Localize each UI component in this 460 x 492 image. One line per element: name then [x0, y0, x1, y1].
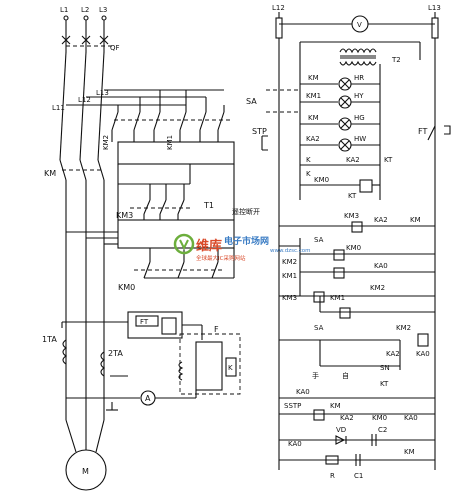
- label-ka0-r: KA0: [374, 262, 388, 270]
- label-km-main: KM: [44, 169, 56, 178]
- label-l13-left: L13: [96, 89, 109, 97]
- label-motor: M: [82, 467, 89, 476]
- label-t1: T1: [203, 201, 214, 210]
- label-km1-r: KM1: [282, 272, 297, 280]
- label-vd: VD: [336, 426, 346, 434]
- label-km1: KM1: [166, 135, 174, 150]
- label-km2: KM2: [102, 135, 110, 150]
- label-stp: STP: [252, 127, 267, 136]
- label-t2: T2: [391, 56, 401, 64]
- label-km-r2: KM: [330, 402, 341, 410]
- watermark-slogan: 全球最大IC采购网站: [196, 254, 246, 262]
- label-manual: 手: [312, 371, 319, 380]
- protection-block: [61, 311, 241, 411]
- label-hw: HW: [354, 135, 366, 143]
- label-ft-box: FT: [140, 318, 149, 326]
- label-ka0-r3: KA0: [296, 388, 310, 396]
- label-sn: SN: [380, 364, 390, 372]
- label-k-box: K: [228, 364, 233, 372]
- label-l12-left: L12: [78, 96, 91, 104]
- label-km3: KM3: [116, 211, 133, 220]
- label-kt-r2: KT: [380, 380, 389, 388]
- label-km3-r2: KM3: [282, 294, 297, 302]
- label-ka2-r2: KA2: [374, 216, 388, 224]
- label-voltmeter: V: [357, 21, 362, 29]
- label-kt-coil: KT: [348, 192, 357, 200]
- label-km0-r2: KM0: [346, 244, 361, 252]
- label-qf: QF: [110, 44, 120, 52]
- motor: [65, 419, 107, 491]
- label-k-r2: K: [306, 170, 311, 178]
- label-lamp-km1: KM1: [306, 92, 321, 100]
- transformer-t1: [66, 141, 235, 279]
- label-ka0-r4: KA0: [404, 414, 418, 422]
- label-ka2-r3: KA2: [386, 350, 400, 358]
- label-sstp: SSTP: [284, 402, 301, 410]
- label-hr: HR: [354, 74, 364, 82]
- label-km0-r3: KM0: [372, 414, 387, 422]
- label-lamp-ka2: KA2: [306, 135, 320, 143]
- label-remote: 遥控断开: [232, 207, 260, 216]
- label-ka2-r: KA2: [346, 156, 360, 164]
- label-2ta: 2TA: [108, 349, 123, 358]
- label-ka0-r5: KA0: [288, 440, 302, 448]
- label-hy: HY: [354, 92, 364, 100]
- label-l12-right: L12: [272, 4, 285, 12]
- label-r: R: [330, 472, 335, 480]
- label-l3: L3: [99, 6, 107, 14]
- label-c1: C1: [354, 472, 363, 480]
- label-k-r: K: [306, 156, 311, 164]
- watermark-logo-icon: [173, 233, 195, 255]
- control-circuit: [261, 12, 451, 470]
- watermark-url: www.dzsc.com: [270, 248, 311, 254]
- label-km1-r2: KM1: [330, 294, 345, 302]
- label-hg: HG: [354, 114, 365, 122]
- label-km3-r: KM3: [344, 212, 359, 220]
- label-km0-r: KM0: [314, 176, 329, 184]
- watermark: 维库 电子市场网 www.dzsc.com 全球最大IC采购网站: [173, 233, 311, 262]
- label-lamp-km-b: KM: [308, 114, 319, 122]
- label-sa-r3: SA: [314, 324, 324, 332]
- label-km0: KM0: [118, 283, 135, 292]
- label-auto: 自: [342, 371, 349, 380]
- label-l2: L2: [81, 6, 89, 14]
- label-km2-r2: KM2: [370, 284, 385, 292]
- labels: L1 L2 L3 QF L11 L12 L13 KM KM2 KM1 KM3 K…: [42, 4, 441, 480]
- label-l1: L1: [60, 6, 68, 14]
- label-f: F: [214, 325, 219, 334]
- label-lamp-km: KM: [308, 74, 319, 82]
- label-ft-right: FT: [418, 127, 427, 136]
- label-sa-r2: SA: [314, 236, 324, 244]
- label-sa: SA: [246, 97, 257, 106]
- label-km-r3: KM: [404, 448, 415, 456]
- label-km2-r3: KM2: [396, 324, 411, 332]
- label-km-r: KM: [410, 216, 421, 224]
- watermark-site: 电子市场网: [224, 235, 269, 247]
- label-ka2-r4: KA2: [340, 414, 354, 422]
- label-1ta: 1TA: [42, 335, 57, 344]
- label-ammeter: A: [145, 394, 151, 403]
- label-c2: C2: [378, 426, 387, 434]
- label-l11: L11: [52, 104, 65, 112]
- watermark-brand: 维库: [196, 238, 222, 254]
- label-km2-r: KM2: [282, 258, 297, 266]
- lamp-rows: [300, 77, 380, 152]
- control-branches: [66, 89, 230, 142]
- phase-lines: [59, 15, 112, 420]
- label-l13-right: L13: [428, 4, 441, 12]
- label-kt-r: KT: [384, 156, 393, 164]
- label-ka0-r2: KA0: [416, 350, 430, 358]
